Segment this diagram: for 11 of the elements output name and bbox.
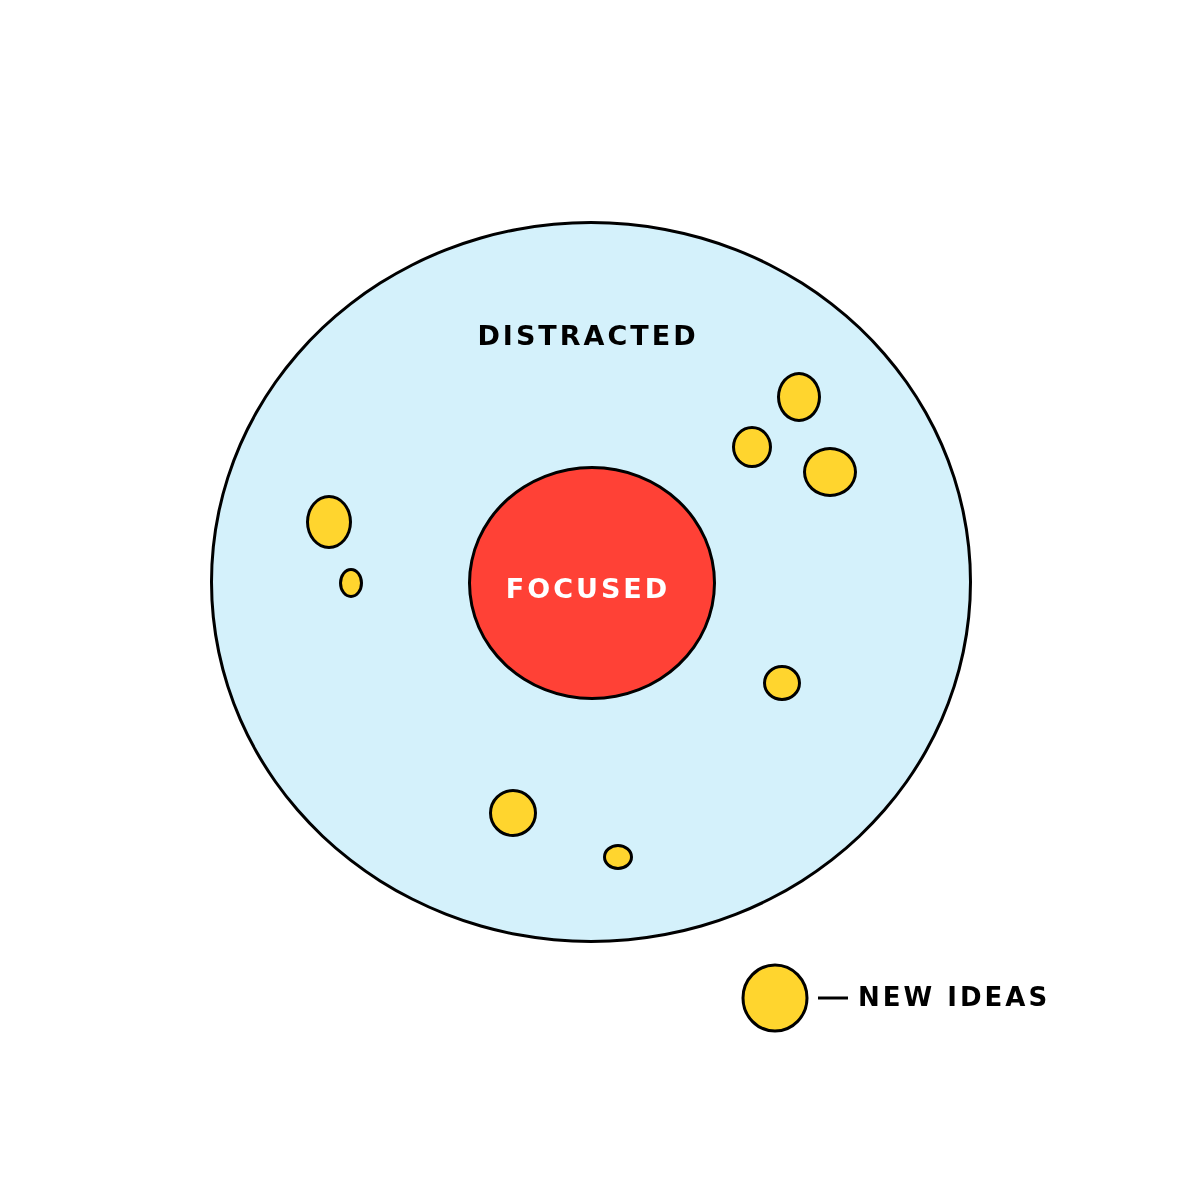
idea-circle bbox=[306, 495, 352, 549]
idea-circle bbox=[339, 568, 363, 598]
idea-circle bbox=[803, 447, 857, 497]
idea-circle bbox=[603, 844, 633, 870]
idea-circle bbox=[777, 372, 821, 422]
idea-circle bbox=[732, 426, 772, 468]
idea-circle bbox=[489, 789, 537, 837]
idea-circle bbox=[763, 665, 801, 701]
circle-label: FOCUSED bbox=[505, 572, 671, 604]
circle-label: DISTRACTED bbox=[477, 319, 699, 351]
legend-label: NEW IDEAS bbox=[858, 982, 1051, 1012]
